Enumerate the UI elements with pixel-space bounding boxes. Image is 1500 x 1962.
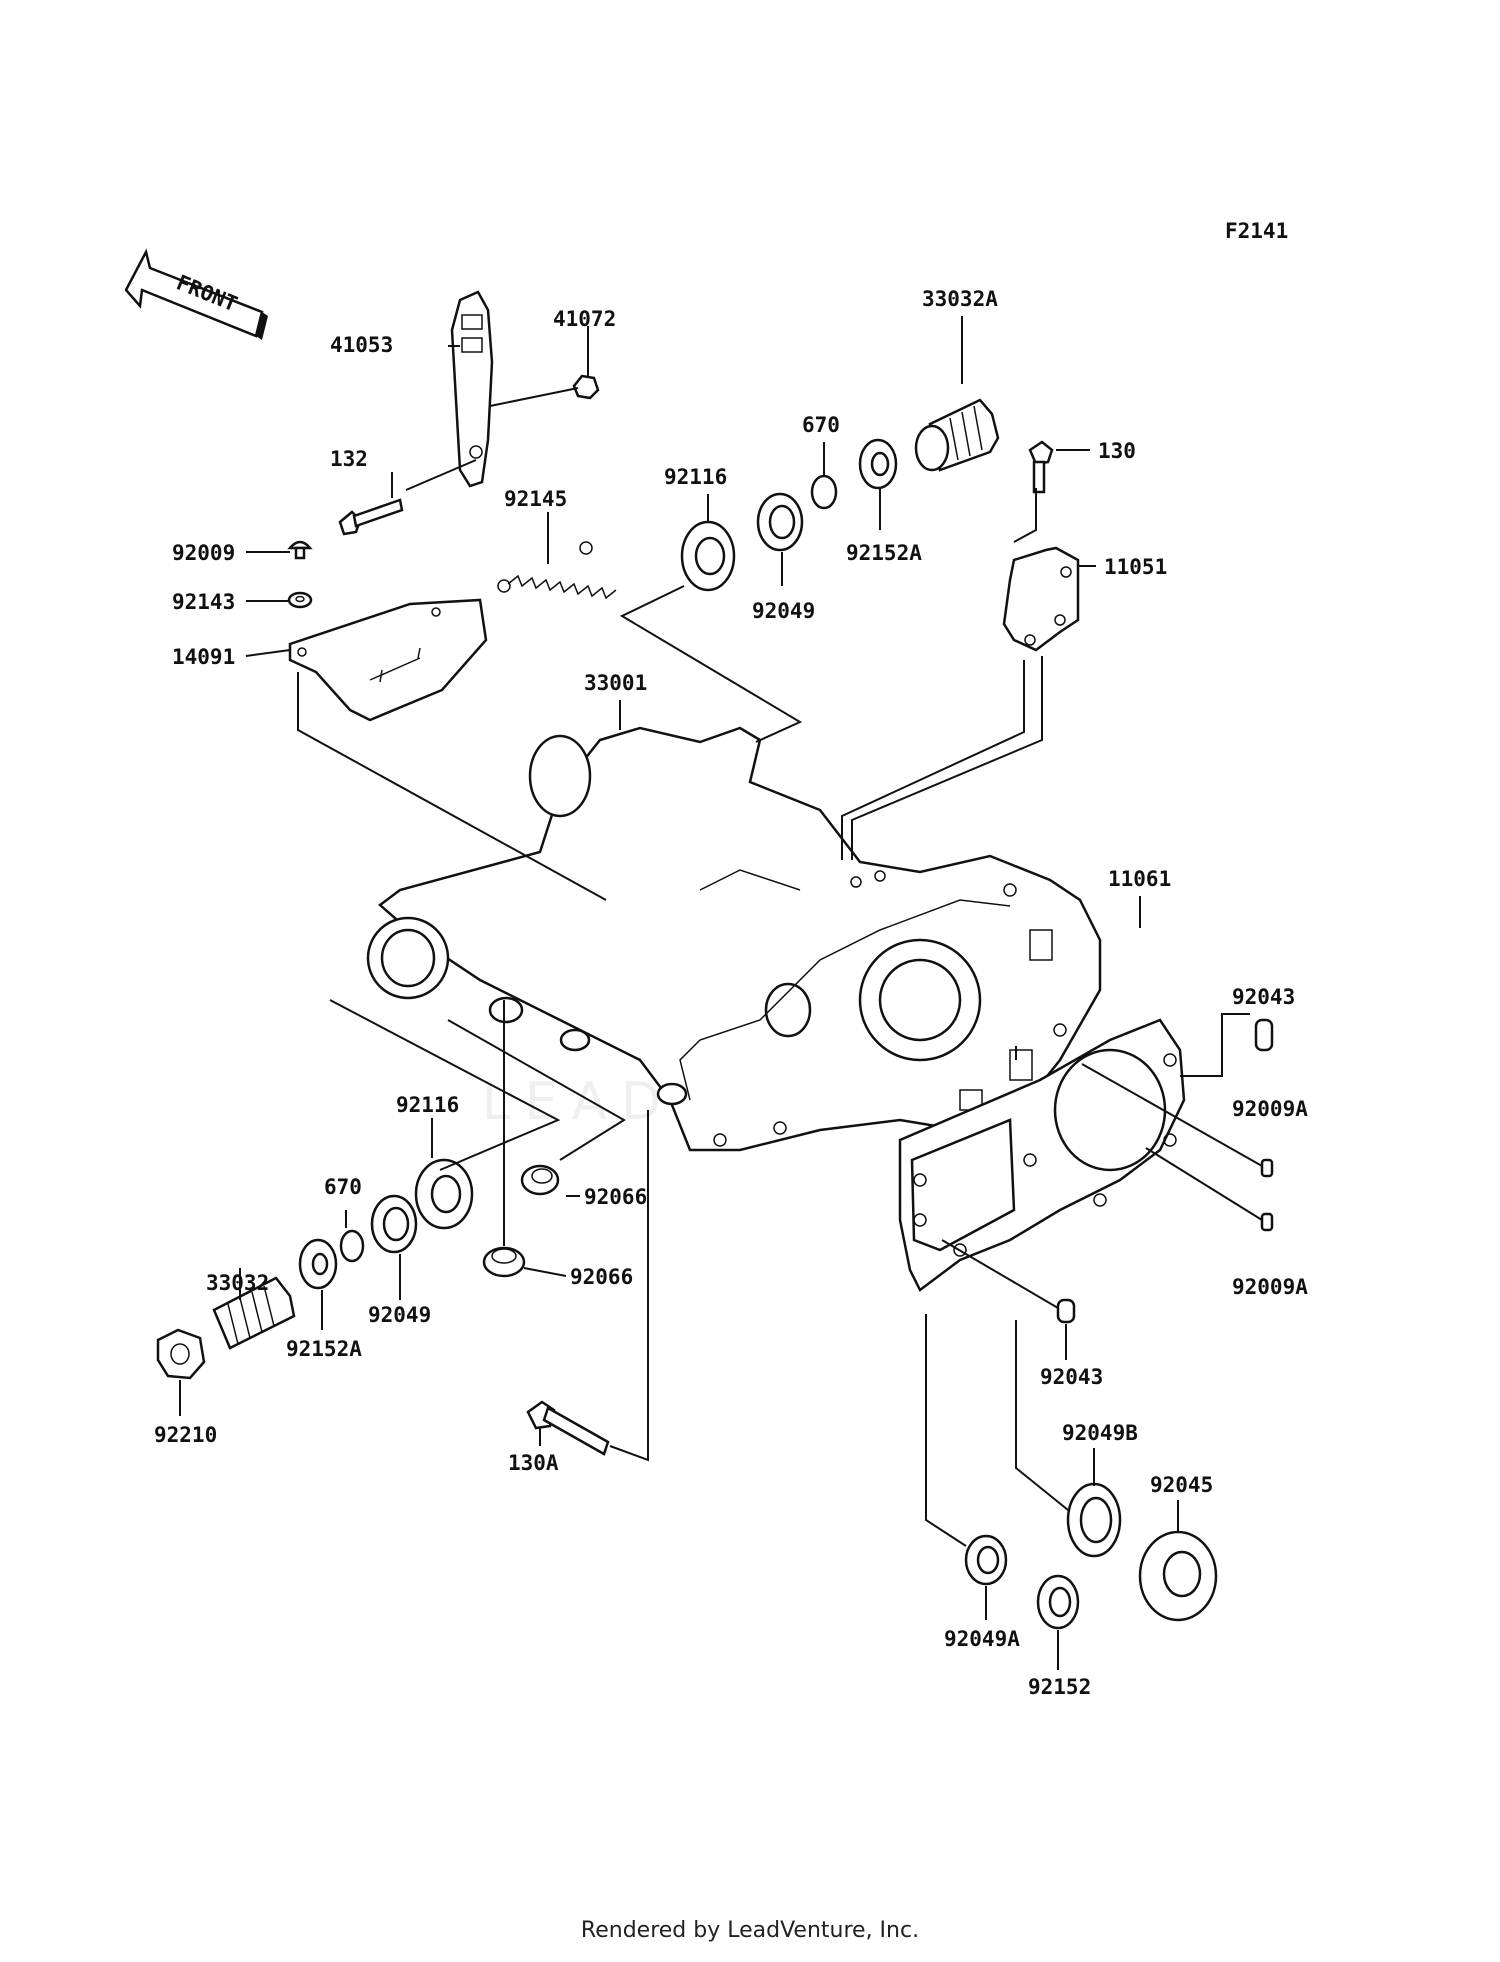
part-label-41053[interactable]: 41053 [330,333,393,357]
leader-lines [179,316,1263,1670]
part-label-92009A-2[interactable]: 92009A [1232,1275,1308,1299]
bolt-130[interactable] [1028,440,1054,494]
dowel-pin-92043-top[interactable] [1254,1018,1274,1052]
part-label-33001[interactable]: 33001 [584,671,647,695]
part-label-92066-1[interactable]: 92066 [584,1185,647,1209]
seal-92049A[interactable] [964,1534,1008,1586]
part-label-92116-top[interactable]: 92116 [664,465,727,489]
part-label-14091[interactable]: 14091 [172,645,235,669]
part-label-92066-2[interactable]: 92066 [570,1265,633,1289]
washer-92152A-top[interactable] [858,438,898,490]
bracket-plate-41053[interactable] [450,290,494,488]
bearing-92116-bottom[interactable] [414,1158,474,1230]
dowel-pin-92043-bottom[interactable] [1056,1298,1076,1324]
part-label-92210[interactable]: 92210 [154,1423,217,1447]
part-label-41072[interactable]: 41072 [553,307,616,331]
housing-33001[interactable] [366,726,1102,1152]
part-label-11061[interactable]: 11061 [1108,867,1171,891]
bearing-92152[interactable] [1036,1574,1080,1630]
part-label-130A[interactable]: 130A [508,1451,559,1475]
spring-92145[interactable] [497,541,617,600]
adjuster-33032A[interactable] [914,398,1000,472]
part-label-92152[interactable]: 92152 [1028,1675,1091,1699]
screw-92009[interactable] [287,540,313,560]
part-label-670-bottom[interactable]: 670 [324,1175,362,1199]
plug-92066-1[interactable] [520,1164,560,1196]
part-label-33032[interactable]: 33032 [206,1271,269,1295]
circlip-670-bottom[interactable] [339,1229,365,1263]
part-label-11051[interactable]: 11051 [1104,555,1167,579]
plug-92066-2[interactable] [482,1246,526,1278]
footer-credit: Rendered by LeadVenture, Inc. [580,1918,920,1943]
part-label-92049A[interactable]: 92049A [944,1627,1020,1651]
nut-92210[interactable] [156,1328,206,1380]
bearing-92116-top[interactable] [680,520,736,592]
seal-92049-top[interactable] [756,492,804,552]
bearing-92045[interactable] [1138,1530,1218,1622]
plate-14091[interactable] [288,598,488,722]
part-label-92009A-1[interactable]: 92009A [1232,1097,1308,1121]
part-label-92043-top[interactable]: 92043 [1232,985,1295,1009]
front-arrow-icon: FRONT [124,248,268,340]
washer-92143[interactable] [287,591,313,609]
washer-92152A-bottom[interactable] [298,1238,338,1290]
part-label-92049-bottom[interactable]: 92049 [368,1303,431,1327]
part-label-92145[interactable]: 92145 [504,487,567,511]
gasket-11061[interactable] [898,1018,1186,1292]
part-label-92116-bottom[interactable]: 92116 [396,1093,459,1117]
circlip-670-top[interactable] [810,474,838,510]
part-label-92009[interactable]: 92009 [172,541,235,565]
screw-92009A-1[interactable] [1260,1158,1274,1178]
part-label-92049B[interactable]: 92049B [1062,1421,1138,1445]
part-label-92152A-bottom[interactable]: 92152A [286,1337,362,1361]
part-label-92045[interactable]: 92045 [1150,1473,1213,1497]
seal-92049B[interactable] [1066,1482,1122,1558]
part-label-33032A[interactable]: 33032A [922,287,998,311]
bolt-132[interactable] [338,498,404,536]
part-label-92143[interactable]: 92143 [172,590,235,614]
screw-92009A-2[interactable] [1260,1212,1274,1232]
adjuster-33032[interactable] [212,1276,296,1350]
nut-41072[interactable] [572,374,600,400]
bracket-11051[interactable] [1002,546,1080,652]
seal-92049-bottom[interactable] [370,1194,418,1254]
part-label-132[interactable]: 132 [330,447,368,471]
part-label-670-top[interactable]: 670 [802,413,840,437]
part-label-92043-bottom[interactable]: 92043 [1040,1365,1103,1389]
part-label-92152A-top[interactable]: 92152A [846,541,922,565]
part-labels: 41053 41072 132 92145 92009 92143 14091 … [154,287,1308,1699]
part-label-130[interactable]: 130 [1098,439,1136,463]
bolt-130A[interactable] [526,1400,610,1456]
part-label-92049-top[interactable]: 92049 [752,599,815,623]
diagram-code: F2141 [1225,219,1288,243]
